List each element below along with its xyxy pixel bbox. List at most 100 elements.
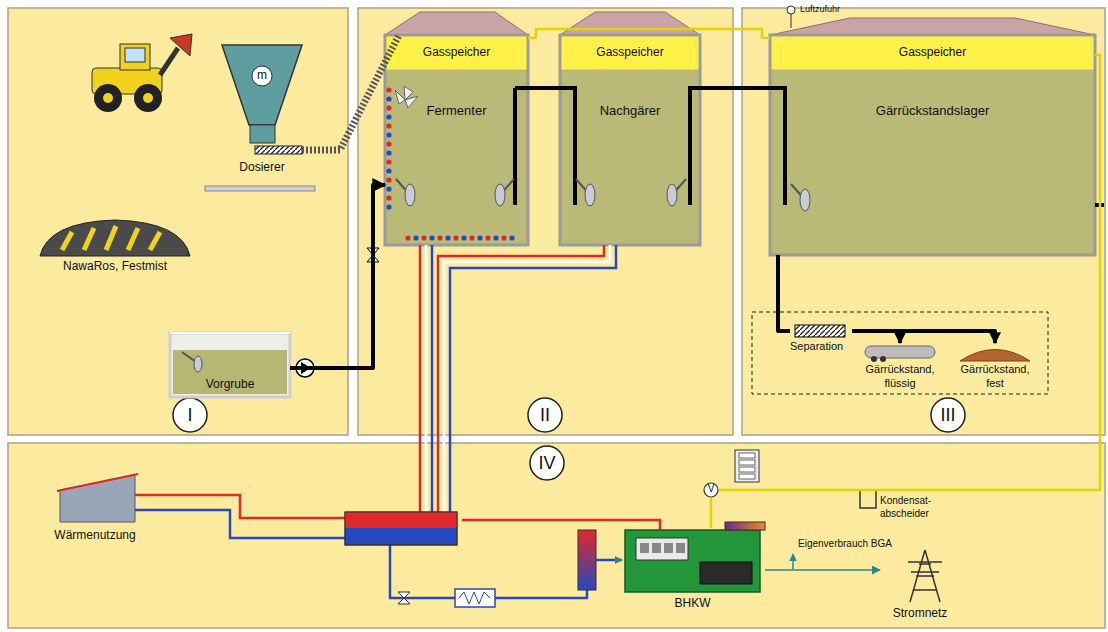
- power-grid: Stromnetz: [880, 548, 960, 624]
- tanks: [560, 35, 700, 245]
- agitator: [585, 184, 595, 206]
- heating-coils: [386, 186, 391, 191]
- section-panels: [358, 8, 733, 435]
- pre-pit: [194, 356, 202, 372]
- separation-area: [865, 346, 935, 358]
- chp-unit: [640, 543, 649, 553]
- substrate-pile: [40, 220, 190, 256]
- node-text: III: [931, 404, 965, 427]
- heating-coils: [386, 168, 391, 173]
- pipe-connector: [710, 498, 713, 528]
- dosing-hopper: [255, 146, 302, 154]
- agitator: [405, 184, 415, 206]
- section-panels: [8, 8, 348, 435]
- node-text: Gärrückstand, flüssig: [861, 363, 939, 391]
- pipe-connector: [528, 86, 560, 90]
- tanks: [385, 35, 528, 245]
- heat-devices: [398, 592, 410, 604]
- node-text: V: [703, 483, 719, 496]
- heating-coils: [437, 235, 442, 240]
- node-text: Separation: [790, 340, 852, 354]
- heat-system: [431, 245, 434, 512]
- digester-tank: GasspeicherFermenter: [385, 35, 528, 245]
- heat-devices: [345, 512, 596, 607]
- power-pylon: [908, 562, 942, 572]
- pre-pit: [170, 332, 290, 334]
- chp-unit: [700, 562, 752, 584]
- separation-area: [795, 325, 845, 337]
- separation-area: [880, 356, 886, 362]
- gas-analyser: [739, 474, 755, 479]
- node-text: IV: [530, 452, 564, 475]
- separation-area: [752, 312, 1048, 394]
- separation-area: [752, 312, 1048, 394]
- agitators: [396, 179, 810, 211]
- dosing-hopper: [222, 45, 302, 125]
- heating-coils: [477, 235, 482, 240]
- node-text: Kondensat- abscheider: [880, 495, 946, 520]
- heating-coils: [445, 235, 450, 240]
- heating-coils: [386, 204, 391, 209]
- chp-unit: [636, 538, 688, 560]
- heat-devices: [345, 512, 457, 545]
- pre-pit: [170, 333, 290, 397]
- node-text: Gasspeicher: [560, 45, 700, 60]
- chp-unit: [676, 543, 685, 553]
- solid-residue: Gärrückstand, fest: [950, 343, 1040, 391]
- agitator: [800, 189, 810, 211]
- pipe-connector: [290, 185, 385, 368]
- separation-area: [960, 350, 1030, 362]
- heat-devices: [345, 512, 457, 528]
- section-number-circles: [173, 398, 207, 432]
- agitator: [495, 184, 505, 206]
- dosing-hopper: [205, 45, 315, 191]
- tanks: [770, 35, 1095, 255]
- separation-area: [871, 356, 877, 362]
- plant-section: GasspeicherGärrückstandslagerSeparationG…: [742, 8, 1105, 435]
- section-panels: [742, 8, 1105, 435]
- fan: [404, 86, 413, 100]
- heating-coils: [386, 105, 391, 110]
- heating-coils: [386, 87, 391, 92]
- air-inlet: [787, 6, 795, 14]
- dosing-unit: mDosierer: [222, 40, 302, 180]
- substrate-pile: [106, 226, 116, 250]
- agitator: [791, 184, 810, 211]
- separator: Separation: [790, 322, 852, 356]
- heat-system: [135, 245, 660, 598]
- agitator: [667, 179, 686, 206]
- pipe-connector: [302, 35, 399, 150]
- substrate-pile: [40, 220, 190, 256]
- heat-devices: [578, 530, 596, 590]
- wheel-loader: [120, 44, 150, 70]
- wheel-loader: [134, 84, 162, 112]
- substrate-store: NawaRos, Festmist: [30, 215, 200, 277]
- node-text: I: [173, 404, 207, 427]
- heating-coils: [469, 235, 474, 240]
- gas-analyser: [735, 450, 759, 482]
- heat-system: [438, 245, 604, 512]
- node-text: Fermenter: [385, 103, 528, 119]
- wheel-loader: [125, 48, 145, 62]
- node-text: Gärrückstand, fest: [956, 363, 1034, 391]
- gas-meter: V: [703, 482, 719, 498]
- heating-coils: [501, 235, 506, 240]
- heating-coils: [509, 235, 514, 240]
- pipe-connector: [778, 255, 790, 331]
- plant-section: mDosiererNawaRos, FestmistVorgrubeI: [8, 8, 348, 435]
- heat-system: [462, 520, 660, 530]
- heating-coils: [421, 235, 426, 240]
- heat-system: [390, 545, 455, 598]
- node-text: Gasspeicher: [770, 45, 1095, 60]
- power-pylon: [908, 550, 942, 602]
- storage-tank: GasspeicherGärrückstandslager: [770, 35, 1095, 255]
- heating-coils: [386, 159, 391, 164]
- tanks: [690, 88, 700, 205]
- node-text: Gasspeicher: [385, 45, 528, 60]
- heating-coils: [386, 123, 391, 128]
- heat-devices: [455, 589, 495, 607]
- air-inlet: [791, 14, 792, 28]
- substrate-pile: [84, 228, 94, 250]
- condensate-trap: [860, 490, 876, 508]
